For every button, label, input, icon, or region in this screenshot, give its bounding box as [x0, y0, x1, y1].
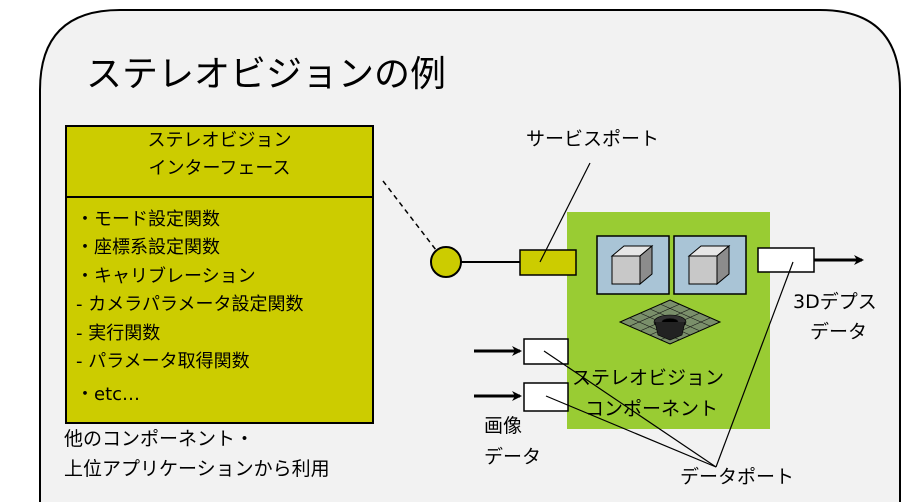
output-port-box: [757, 247, 815, 273]
input-label-line1: 画像: [484, 415, 523, 437]
service-port-box: [519, 249, 577, 276]
page-title: ステレオビジョンの例: [86, 54, 447, 95]
interface-item: ・モード設定関数: [76, 209, 220, 230]
interface-items-box: [65, 196, 374, 424]
interface-header-line1: ステレオビジョン: [147, 130, 292, 151]
input-label-line2: データ: [484, 446, 542, 468]
service-port-circle: [430, 246, 462, 278]
data-port-leader-3: [715, 261, 794, 468]
component-label-line1: ステレオビジョン: [572, 367, 725, 389]
component-label-line2: コンポーネント: [585, 398, 719, 420]
input-port-box-2: [523, 382, 569, 412]
interface-item: ・etc…: [76, 384, 141, 405]
camera-right: [673, 235, 747, 295]
input-port-box-1: [523, 338, 569, 365]
output-label-line2: データ: [810, 321, 868, 343]
usage-note-line1: 他のコンポーネント・: [64, 428, 255, 450]
service-port-leader: [539, 162, 591, 263]
camera-left: [596, 235, 670, 295]
interface-header-line2: インターフェース: [148, 158, 291, 179]
interface-header-box: [65, 125, 374, 198]
service-port-label: サービスポート: [526, 128, 660, 150]
interface-item: - 実行関数: [76, 323, 161, 344]
data-port-label: データポート: [680, 466, 795, 488]
interface-item: ・座標系設定関数: [76, 237, 220, 258]
interface-item: ・キャリブレーション: [76, 266, 256, 287]
interface-item: - パラメータ取得関数: [76, 351, 250, 372]
interface-item: - カメラパラメータ設定関数: [76, 294, 304, 315]
data-port-leader-1: [543, 350, 717, 468]
interface-dashed-link: [382, 180, 437, 251]
data-port-leader-2: [545, 395, 717, 468]
usage-note-line2: 上位アプリケーションから利用: [64, 458, 330, 480]
depth-mesh-icon: [618, 299, 722, 345]
output-label-line1: 3Dデプス: [793, 291, 877, 313]
